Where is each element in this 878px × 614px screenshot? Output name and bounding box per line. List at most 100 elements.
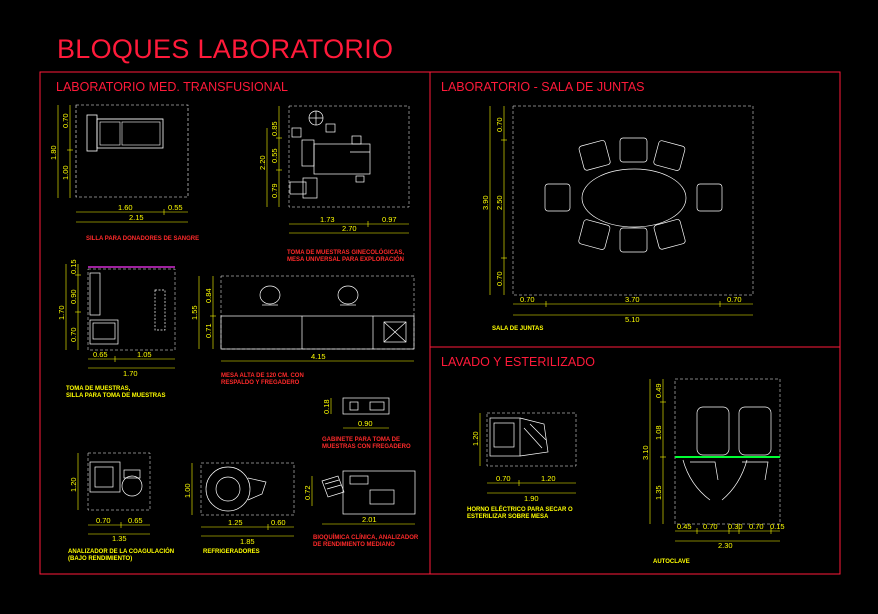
coagulation-dims [77, 453, 150, 535]
caption-line: BIOQUÍMICA CLÍNICA, ANALIZADOR [313, 535, 419, 541]
coagulation-block [87, 452, 151, 511]
meeting-room-dims [489, 106, 753, 316]
sampling-block [87, 266, 176, 351]
dim-text: 2.20 [258, 155, 267, 170]
oven-block [486, 412, 577, 467]
caption-high-bench: MESA ALTA DE 120 CM. CON RESPALDO Y FREG… [221, 373, 304, 387]
dim-text: 0.71 [204, 323, 213, 338]
caption-autoclave: AUTOCLAVE [653, 559, 690, 565]
caption-meeting-room: SALA DE JUNTAS [492, 326, 544, 332]
dim-text: 5.10 [625, 315, 640, 324]
dim-text: 1.00 [61, 165, 70, 180]
dim-text: 1.35 [112, 534, 127, 543]
dim-text: 0.55 [270, 148, 279, 163]
vertical-dimension-labels: 0.70 1.00 1.80 0.85 0.55 0.79 2.20 0.15 … [49, 113, 663, 500]
caption-line: MUESTRAS CON FREGADERO [322, 443, 411, 450]
caption-line: MESA UNIVERSAL PARA EXPLORACIÓN [287, 256, 405, 263]
caption-coagulation: ANALIZADOR DE LA COAGULACIÓN (BAJO RENDI… [68, 549, 174, 563]
caption-line: HORNO ELÉCTRICO PARA SECAR O [467, 507, 573, 513]
caption-line: TOMA DE MUESTRAS GINECOLÓGICAS, [287, 250, 405, 256]
dim-text: 0.70 [703, 522, 718, 531]
dim-text: 0.72 [303, 485, 312, 500]
dim-text: 0.70 [749, 522, 764, 531]
dim-text: 2.50 [495, 195, 504, 210]
sheet-frame [39, 71, 841, 575]
dim-text: 4.15 [311, 352, 326, 361]
dim-text: 3.10 [641, 445, 650, 460]
dim-text: 1.55 [190, 305, 199, 320]
caption-line: MESA ALTA DE 120 CM. CON [221, 373, 304, 379]
high-bench-dims [198, 276, 414, 362]
dim-text: 1.00 [183, 483, 192, 498]
dim-text: 0.65 [93, 350, 108, 359]
dim-text: 2.15 [129, 213, 144, 222]
caption-line: DE RENDIMIENTO MEDIANO [313, 541, 395, 548]
caption-refrigerators: REFRIGERADORES [203, 549, 260, 555]
dim-text: 1.80 [49, 145, 58, 160]
autoclave-dims [649, 379, 780, 542]
dim-text: 0.45 [677, 522, 692, 531]
dim-text: 0.15 [770, 522, 785, 531]
caption-line: RESPALDO Y FREGADERO [221, 379, 300, 386]
dim-text: 1.70 [57, 305, 66, 320]
dim-text: 0.70 [69, 327, 78, 342]
caption-cabinet: GABINETE PARA TOMA DE MUESTRAS CON FREGA… [322, 437, 411, 451]
dim-text: 0.84 [204, 288, 213, 303]
caption-sampling: TOMA DE MUESTRAS, SILLA PARA TOMA DE MUE… [66, 386, 165, 400]
caption-gynecology: TOMA DE MUESTRAS GINECOLÓGICAS, MESA UNI… [287, 250, 404, 264]
biochemistry-block [321, 470, 416, 515]
caption-line: GABINETE PARA TOMA DE [322, 437, 401, 443]
dim-text: 0.70 [496, 474, 511, 483]
donor-chair-dims [57, 105, 188, 223]
dim-text: 1.20 [541, 474, 556, 483]
dim-text: 0.70 [495, 271, 504, 286]
dim-text: 0.70 [495, 117, 504, 132]
dim-text: 1.60 [118, 203, 133, 212]
refrigerator-dims [191, 463, 294, 537]
caption-line: ESTERILIZAR SOBRE MESA [467, 513, 549, 520]
refrigerator-block [200, 462, 295, 516]
caption-line: TOMA DE MUESTRAS, [66, 386, 131, 392]
dim-text: 1.73 [320, 215, 335, 224]
dim-text: 0.60 [271, 518, 286, 527]
cabinet-block [342, 397, 390, 415]
caption-biochemistry: BIOQUÍMICA CLÍNICA, ANALIZADOR DE RENDIM… [313, 535, 418, 549]
sheet-title: BLOQUES LABORATORIO [57, 34, 394, 64]
dim-text: 0.90 [69, 289, 78, 304]
dimension-labels: 1.60 0.55 2.15 1.73 0.97 2.70 0.65 1.05 … [93, 203, 785, 550]
dim-text: 0.65 [128, 516, 143, 525]
section-title-juntas: LABORATORIO - SALA DE JUNTAS [441, 80, 645, 94]
caption-line: ANALIZADOR DE LA COAGULACIÓN [68, 549, 175, 555]
dim-text: 1.25 [228, 518, 243, 527]
dim-text: 2.70 [342, 224, 357, 233]
dim-text: 0.18 [322, 399, 331, 414]
dim-text: 1.20 [69, 477, 78, 492]
caption-oven: HORNO ELÉCTRICO PARA SECAR O ESTERILIZAR… [467, 507, 573, 521]
oven-dims [479, 413, 576, 494]
dim-text: 1.90 [524, 494, 539, 503]
high-bench-block [220, 275, 415, 350]
dim-text: 1.08 [654, 425, 663, 440]
dim-text: 0.79 [270, 183, 279, 198]
dim-text: 0.30 [728, 522, 743, 531]
dim-text: 0.90 [358, 419, 373, 428]
dim-text: 0.85 [270, 121, 279, 136]
caption-line: (BAJO RENDIMIENTO) [68, 555, 133, 562]
dim-text: 0.97 [382, 215, 397, 224]
dim-text: 1.85 [240, 537, 255, 546]
autoclave-block [674, 378, 781, 525]
dim-text: 2.30 [718, 541, 733, 550]
gynecology-dims [266, 106, 409, 234]
dim-text: 1.05 [137, 350, 152, 359]
section-title-lavado: LAVADO Y ESTERILIZADO [441, 355, 595, 369]
meeting-room-block [512, 105, 754, 296]
section-title-transfusional: LABORATORIO MED. TRANSFUSIONAL [56, 80, 288, 94]
dim-text: 2.01 [362, 515, 377, 524]
sampling-dims [65, 264, 175, 369]
dim-text: 0.70 [520, 295, 535, 304]
dim-text: 0.70 [61, 113, 70, 128]
dim-text: 0.55 [168, 203, 183, 212]
caption-donor-chair: SILLA PARA DONADORES DE SANGRE [86, 236, 200, 242]
